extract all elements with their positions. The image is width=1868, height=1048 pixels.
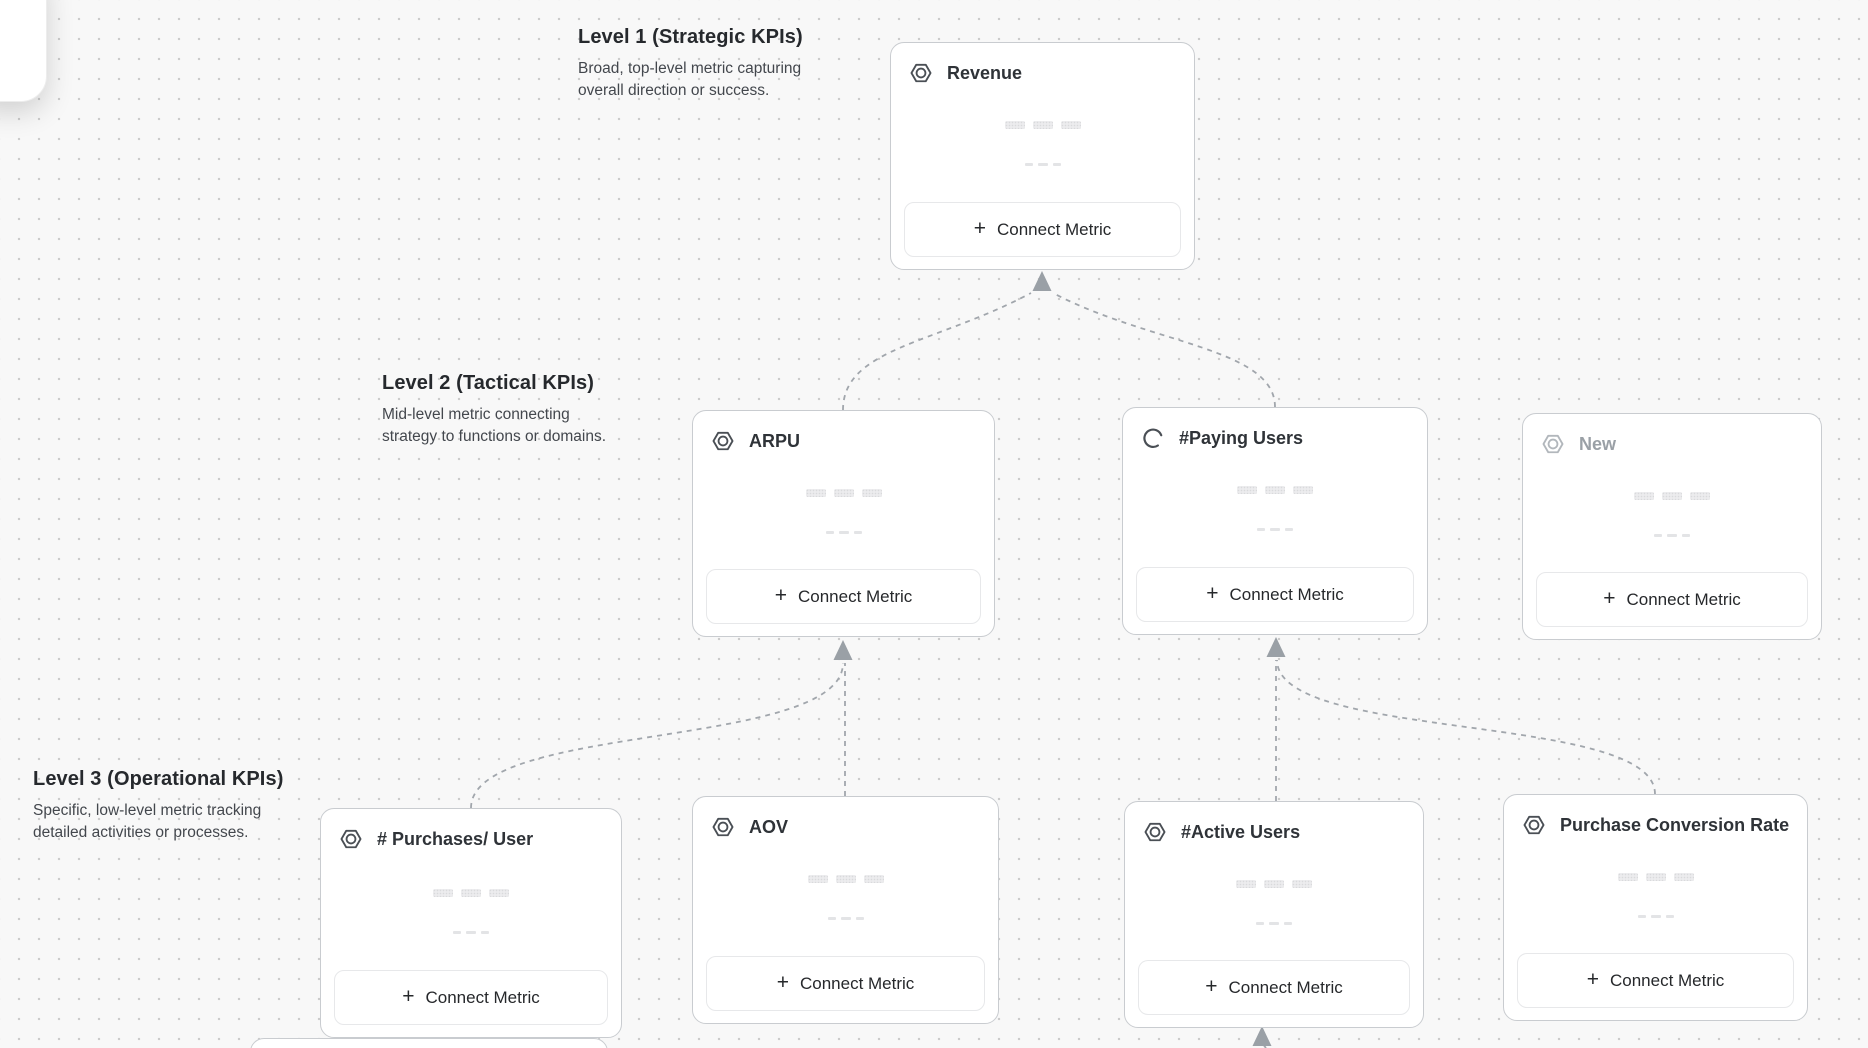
skeleton-dashes [1123,528,1427,531]
floating-toolbar-panel[interactable] [0,0,47,102]
metric-hexagon-icon [710,814,736,840]
card-title: Purchase Conversion Rate [1560,814,1790,835]
card-header: #Paying Users [1140,425,1303,451]
skeleton-pills [891,121,1194,129]
skeleton-dashes [693,917,998,920]
plus-icon: + [1586,968,1599,991]
plus-icon: + [1603,587,1616,610]
level-1-title: Level 1 (Strategic KPIs) [578,26,803,48]
metric-card-paying-users[interactable]: #Paying Users + Connect Metric [1122,407,1428,635]
skeleton-pills [1125,880,1423,888]
level-2-title: Level 2 (Tactical KPIs) [382,372,595,394]
edge-offscreen-to-activeusers [1261,1042,1267,1048]
card-title: # Purchases/ User [377,828,534,849]
card-title: New [1579,433,1617,454]
arrowhead-activeusers [1252,1026,1272,1046]
metric-hexagon-icon [1521,812,1547,838]
skeleton-pills [693,875,998,883]
connect-metric-button[interactable]: + Connect Metric [334,970,608,1025]
arrowhead-arpu [833,640,853,660]
card-header: New [1540,431,1616,457]
skeleton-dashes [321,931,621,934]
connect-metric-button[interactable]: + Connect Metric [904,202,1181,257]
plus-icon: + [1206,582,1219,605]
metric-card-active-users[interactable]: #Active Users + Connect Metric [1124,801,1424,1028]
plus-icon: + [402,985,415,1008]
skeleton-dashes [1523,534,1821,537]
connect-metric-button[interactable]: + Connect Metric [1138,960,1410,1015]
card-header: # Purchases/ User [338,826,533,852]
plus-icon: + [774,584,787,607]
card-header: Revenue [908,60,1022,86]
metric-card-purchases-per-user[interactable]: # Purchases/ User + Connect Metric [320,808,622,1038]
card-title: #Active Users [1181,821,1301,842]
metric-card-revenue[interactable]: Revenue + Connect Metric [890,42,1195,270]
metric-hexagon-icon [1142,819,1168,845]
connect-metric-button[interactable]: + Connect Metric [1136,567,1414,622]
card-header: ARPU [710,428,800,454]
card-header: AOV [710,814,788,840]
skeleton-dashes [891,163,1194,166]
card-title: #Paying Users [1179,427,1304,448]
card-header: #Active Users [1142,819,1300,845]
connect-metric-button[interactable]: + Connect Metric [706,956,985,1011]
level-3-label: Level 3 (Operational KPIs) Specific, low… [33,768,313,844]
edge-pcr-to-payingusers [1276,659,1656,795]
skeleton-pills [1123,486,1427,494]
card-title: AOV [749,816,789,837]
connect-metric-button[interactable]: + Connect Metric [1517,953,1794,1008]
edge-purchases-to-arpu [470,662,844,809]
skeleton-pills [1523,492,1821,500]
edge-arpu-to-revenue [842,292,1032,411]
skeleton-dashes [1125,922,1423,925]
skeleton-pills [693,489,994,497]
connect-metric-button[interactable]: + Connect Metric [1536,572,1808,627]
metric-hexagon-icon [908,60,934,86]
plus-icon: + [776,971,789,994]
metric-card-new[interactable]: New + Connect Metric [1522,413,1822,640]
level-1-description: Broad, top-level metric capturing overal… [578,60,802,99]
level-1-label: Level 1 (Strategic KPIs) Broad, top-leve… [578,26,840,102]
skeleton-dashes [693,531,994,534]
edge-payingusers-to-revenue [1052,292,1276,408]
level-3-title: Level 3 (Operational KPIs) [33,768,284,790]
plus-icon: + [1205,975,1218,998]
level-2-description: Mid-level metric connecting strategy to … [382,406,607,445]
level-3-description: Specific, low-level metric tracking deta… [33,802,262,841]
card-title: ARPU [749,430,801,451]
arrowhead-revenue [1032,271,1052,291]
arrowhead-payingusers [1266,637,1286,657]
plus-icon: + [973,217,986,240]
connect-metric-button[interactable]: + Connect Metric [706,569,981,624]
metric-card-purchase-conversion-rate[interactable]: Purchase Conversion Rate + Connect Metri… [1503,794,1808,1021]
metric-card-partial-bottom[interactable] [250,1038,608,1048]
metric-hexagon-icon [710,428,736,454]
skeleton-dashes [1504,915,1807,918]
skeleton-pills [1504,873,1807,881]
metric-hexagon-icon [338,826,364,852]
card-title: Revenue [947,62,1023,83]
metric-card-aov[interactable]: AOV + Connect Metric [692,796,999,1024]
metric-card-arpu[interactable]: ARPU + Connect Metric [692,410,995,637]
metric-hexagon-icon [1540,431,1566,457]
loading-spinner-icon [1140,425,1166,451]
level-2-label: Level 2 (Tactical KPIs) Mid-level metric… [382,372,634,448]
card-header: Purchase Conversion Rate [1521,812,1789,838]
skeleton-pills [321,889,621,897]
